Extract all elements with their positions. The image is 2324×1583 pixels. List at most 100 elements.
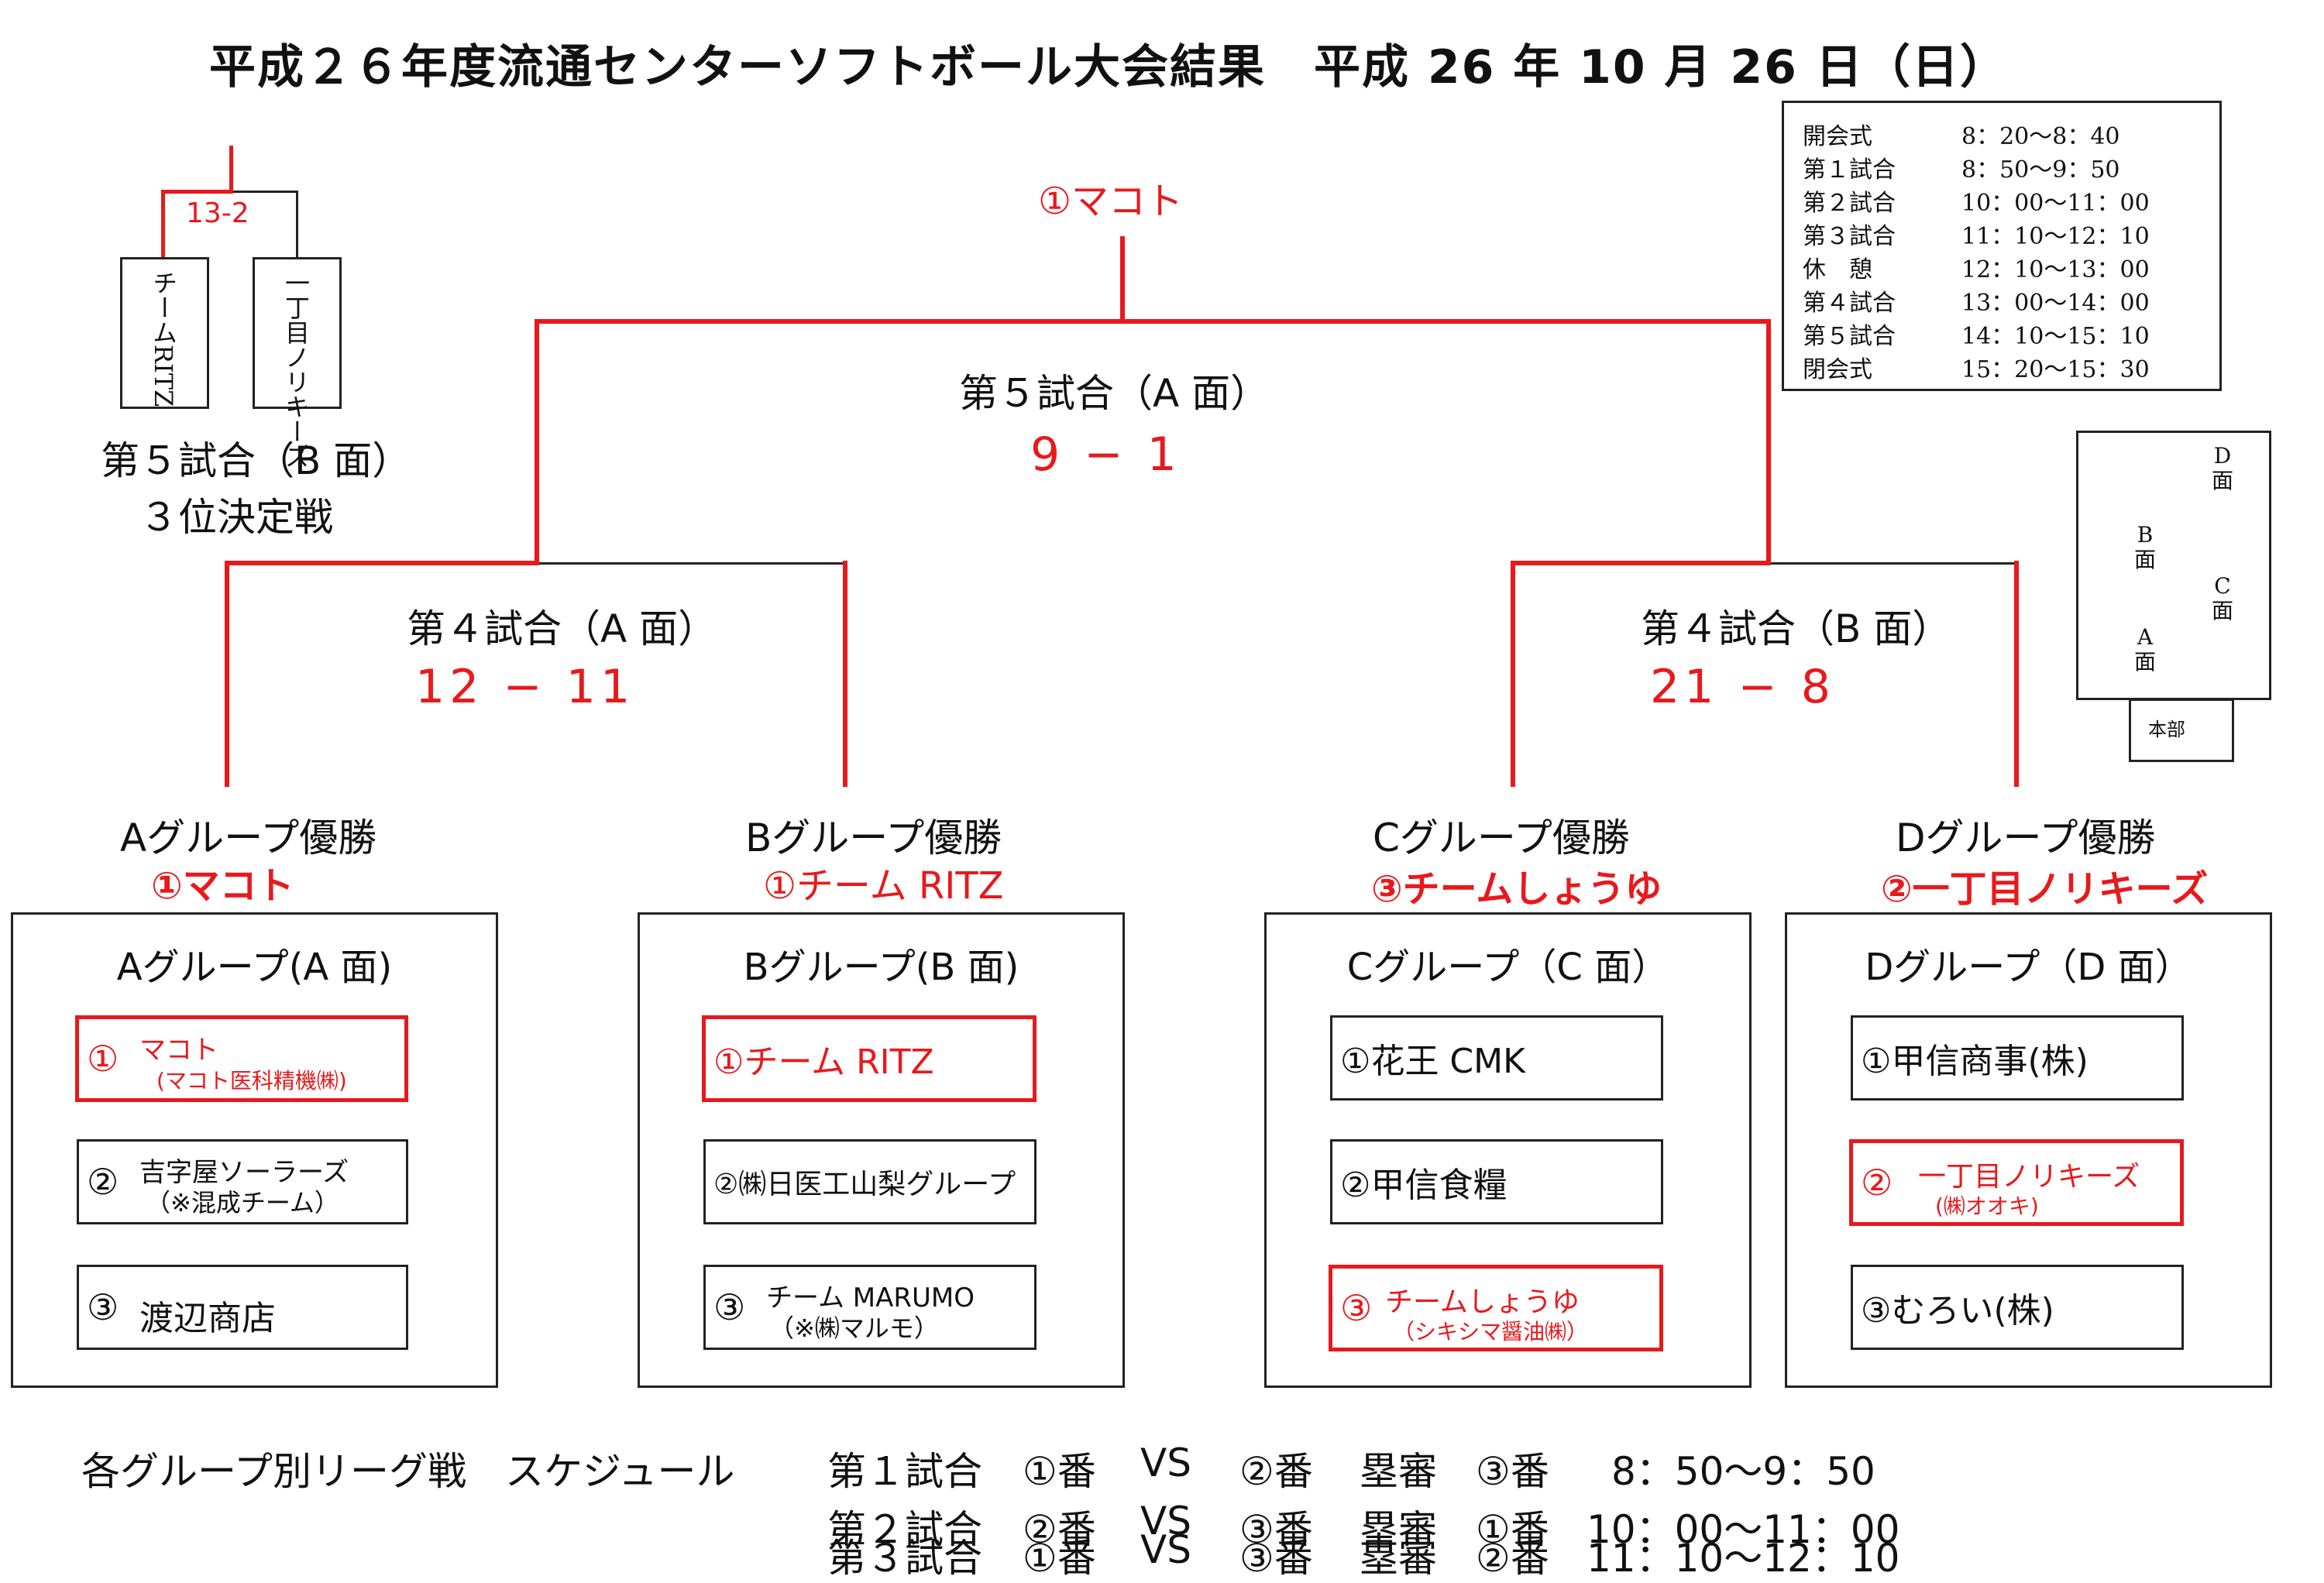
schedule-time: 12：10〜13：00 [1961, 256, 2150, 283]
group-b-panel: Bグループ(B 面) ①チーム RITZ ②㈱日医工山梨グループ ③ チーム M… [638, 912, 1125, 1388]
league-umpire-team: ②番 [1476, 1536, 1549, 1581]
schedule-name: 第５試合 [1803, 323, 1896, 350]
group-a-panel: Aグループ(A 面) ① マコト (マコト医科精機㈱) ② 吉字屋ソーラーズ （… [11, 912, 498, 1388]
schedule-time: 8：20〜8：40 [1961, 123, 2120, 150]
schedule-row: 開会式 8：20〜8：40 [1803, 117, 2120, 151]
schedule-name: 第３試合 [1803, 223, 1896, 250]
third-stem-line [229, 146, 233, 192]
team-name: 渡辺商店 [139, 1299, 276, 1338]
league-game: 第３試合 [827, 1536, 982, 1581]
team-name: マコト [139, 1035, 218, 1066]
league-vs: VS [1140, 1527, 1191, 1572]
team-number: ② [1861, 1162, 1893, 1204]
group-d-winner: ②一丁目ノリキーズ [1881, 867, 2209, 911]
group-b-team-1: ①チーム RITZ [702, 1015, 1037, 1102]
league-umpire: 塁審 [1360, 1507, 1437, 1552]
group-b-title: Bグループ(B 面) [743, 946, 1019, 989]
semi-b-right-drop [2014, 561, 2019, 787]
group-c-title: Cグループ（C 面） [1346, 946, 1669, 989]
team-name: チーム MARUMO [766, 1283, 975, 1313]
group-b-winner-label: Bグループ優勝 [745, 816, 1002, 860]
team-name: 一丁目ノリキーズ [1918, 1161, 2140, 1193]
schedule-time: 10：00〜11：00 [1961, 190, 2150, 217]
third-horizontal-red [161, 190, 233, 194]
third-team-left-box: チームRITZ [120, 257, 209, 409]
semi-a-left-drop [225, 561, 229, 787]
schedule-name: 第１試合 [1803, 156, 1896, 184]
third-team-right-name: 一丁目ノリキーズ [281, 270, 311, 469]
league-vs: VS [1140, 1499, 1191, 1544]
semi-a-score: 12 − 11 [415, 660, 635, 714]
final-winner: ①マコト [1038, 180, 1184, 223]
semi-b-left-drop [1511, 561, 1515, 787]
league-away: ③番 [1239, 1536, 1313, 1581]
third-team-right-box: 一丁目ノリキーズ [253, 257, 342, 469]
group-c-winner-label: Cグループ優勝 [1373, 816, 1630, 860]
group-a-team-3: ③ 渡辺商店 [77, 1265, 408, 1350]
headquarters-label: 本部 [2148, 719, 2185, 740]
semi-b-score: 21 − 8 [1650, 660, 1835, 714]
third-place-sublabel: ３位決定戦 [139, 495, 333, 540]
schedule-name: 開会式 [1803, 123, 1872, 150]
league-away: ③番 [1239, 1507, 1313, 1552]
team-number: ② [87, 1161, 119, 1203]
schedule-time: 13：00〜14：00 [1961, 290, 2150, 317]
group-b-team-2: ②㈱日医工山梨グループ [703, 1139, 1037, 1224]
team-number: ① [87, 1038, 119, 1080]
semi-b-horizontal-black [1771, 562, 2019, 565]
league-home: ②番 [1023, 1507, 1096, 1552]
league-time: 10：00〜11：00 [1587, 1507, 1900, 1552]
team-name: ②甲信食糧 [1340, 1166, 1508, 1205]
field-b-label: B 面 [2134, 522, 2157, 573]
team-name: ③むろい(株) [1861, 1291, 2054, 1331]
team-sub: (マコト医科精機㈱) [156, 1068, 347, 1094]
field-c-label: C 面 [2212, 573, 2234, 624]
final-right-drop-line [1766, 319, 1771, 564]
final-label: 第５試合（A 面） [959, 371, 1270, 416]
schedule-name: 休 憩 [1803, 256, 1872, 283]
group-c-winner: ③チームしょうゆ [1371, 867, 1662, 911]
third-left-drop [161, 190, 165, 258]
league-umpire: 塁審 [1360, 1536, 1437, 1581]
final-stem-line [1120, 236, 1125, 321]
semi-b-horizontal-red [1511, 561, 1771, 565]
team-number: ③ [713, 1286, 746, 1328]
schedule-time: 15：20〜15：30 [1961, 356, 2150, 383]
team-sub: （※㈱マルモ） [769, 1313, 939, 1343]
group-c-team-2: ②甲信食糧 [1330, 1139, 1663, 1224]
league-home: ①番 [1023, 1449, 1096, 1494]
league-time: 11：10〜12：10 [1587, 1536, 1900, 1581]
field-a-label: A 面 [2134, 624, 2157, 675]
page-title: 平成２６年度流通センターソフトボール大会結果 平成 26 年 10 月 26 日… [209, 40, 2008, 94]
headquarters-box: 本部 [2129, 699, 2234, 762]
team-number: ③ [1340, 1287, 1373, 1329]
group-b-team-3: ③ チーム MARUMO （※㈱マルモ） [703, 1265, 1037, 1350]
group-c-team-3: ③ チームしょうゆ （シキシマ醤油㈱） [1329, 1265, 1663, 1351]
schedule-row: 第３試合 11：10〜12：10 [1803, 217, 2150, 251]
semi-a-right-drop [843, 561, 847, 787]
team-number: ③ [87, 1286, 119, 1328]
third-right-drop [296, 191, 298, 258]
league-umpire-team: ①番 [1476, 1507, 1549, 1552]
group-a-title: Aグループ(A 面) [116, 946, 393, 989]
team-sub: (㈱オオキ) [1935, 1193, 2039, 1219]
final-left-drop-line [535, 319, 539, 564]
team-name: チームしょうゆ [1385, 1286, 1580, 1318]
team-name: ①花王 CMK [1340, 1042, 1525, 1081]
schedule-time: 14：10〜15：10 [1961, 323, 2150, 350]
group-c-panel: Cグループ（C 面） ①花王 CMK ②甲信食糧 ③ チームしょうゆ （シキシマ… [1264, 912, 1752, 1388]
field-d-label: D 面 [2212, 443, 2234, 494]
group-d-team-3: ③むろい(株) [1851, 1265, 2184, 1350]
schedule-time: 11：10〜12：10 [1961, 223, 2150, 250]
group-b-winner: ①チーム RITZ [763, 864, 1004, 908]
group-a-team-2: ② 吉字屋ソーラーズ （※混成チーム） [77, 1139, 408, 1224]
league-away: ②番 [1239, 1449, 1313, 1494]
final-horizontal-line [535, 319, 1771, 324]
third-place-score: 13-2 [186, 197, 249, 229]
league-vs: VS [1140, 1440, 1191, 1485]
schedule-name: 閉会式 [1803, 356, 1872, 383]
semi-a-label: 第４試合（A 面） [407, 606, 717, 651]
